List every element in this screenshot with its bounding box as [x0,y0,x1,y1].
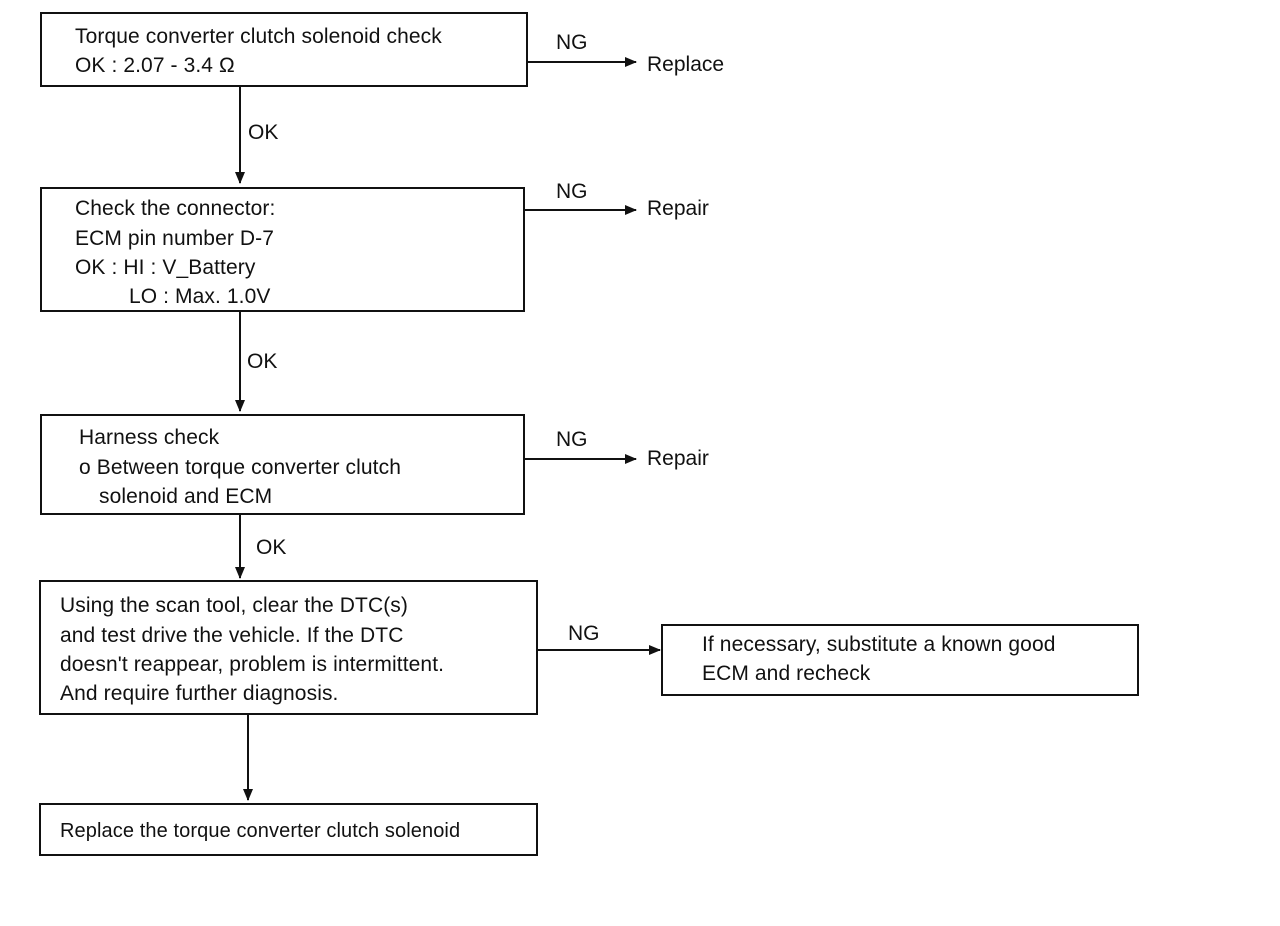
result-text: ECM and recheck [702,662,871,685]
step-text: LO : Max. 1.0V [129,285,271,308]
step-text: doesn't reappear, problem is intermitten… [60,653,445,676]
ok-label: OK [248,121,279,144]
ok-label: OK [256,536,287,559]
step-box-replace-solenoid: Replace the torque converter clutch sole… [39,803,538,856]
ok-label: OK [247,350,278,373]
result-text: If necessary, substitute a known good [702,633,1056,656]
step-text: And require further diagnosis. [60,682,339,705]
step-text: Harness check [79,426,220,449]
ng-result-repair: Repair [647,447,709,470]
ng-result-replace: Replace [647,53,725,76]
ng-result-repair: Repair [647,197,709,220]
step-text: Check the connector: [75,197,276,220]
step-text: Torque converter clutch solenoid check [75,25,442,48]
step-text: and test drive the vehicle. If the DTC [60,624,404,647]
ng-label: NG [556,180,588,203]
step-box-solenoid-check: Torque converter clutch solenoid check O… [40,12,528,87]
step-box-harness-check: Harness check o Between torque converter… [40,414,525,515]
ng-label: NG [568,622,600,645]
step-text: Replace the torque converter clutch sole… [60,820,461,842]
step-text: ECM pin number D-7 [75,227,275,250]
step-text: solenoid and ECM [99,485,273,508]
ng-result-substitute-ecm: If necessary, substitute a known good EC… [661,624,1139,696]
ng-label: NG [556,31,588,54]
step-text: OK : HI : V_Battery [75,256,256,279]
step-box-scan-tool: Using the scan tool, clear the DTC(s) an… [39,580,538,715]
ng-label: NG [556,428,588,451]
step-box-connector-check: Check the connector: ECM pin number D-7 … [40,187,525,312]
step-text: o Between torque converter clutch [79,456,401,479]
step-text: OK : 2.07 - 3.4 Ω [75,54,235,77]
step-text: Using the scan tool, clear the DTC(s) [60,594,408,617]
